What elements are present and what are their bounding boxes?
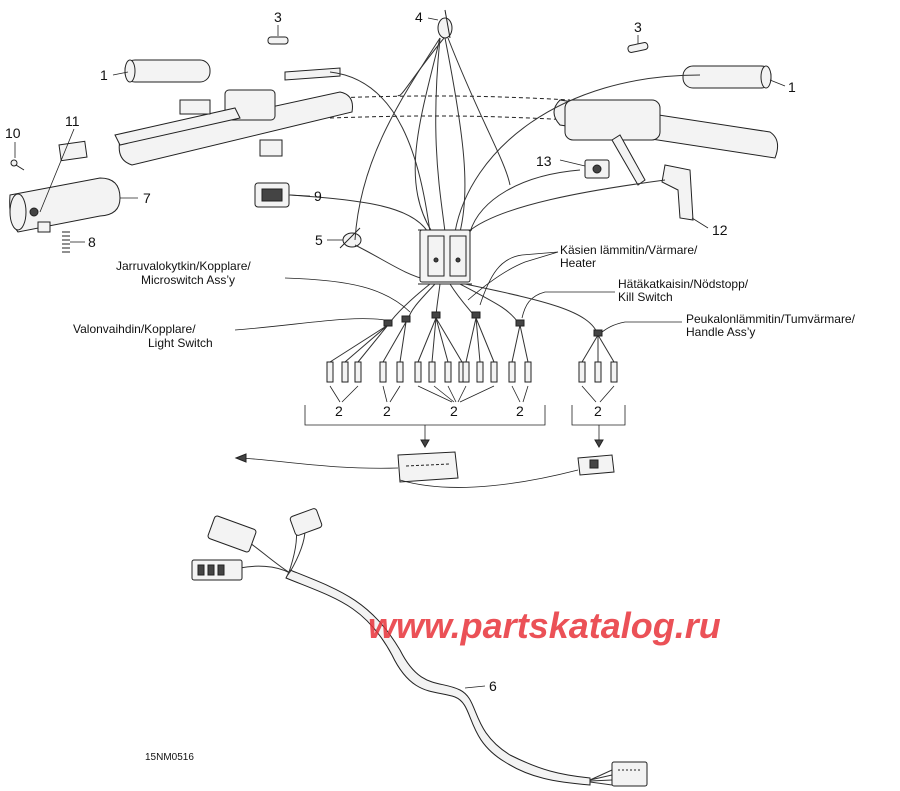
callout-1-right: 1 xyxy=(788,79,796,95)
screw xyxy=(10,159,25,171)
left-control-housing xyxy=(114,67,341,157)
callout-leaders xyxy=(14,17,786,689)
callout-8: 8 xyxy=(88,234,96,250)
callout-12: 12 xyxy=(712,222,728,238)
terminal-pins xyxy=(326,361,618,383)
pin-right xyxy=(627,42,649,53)
main-harness xyxy=(191,508,648,787)
left-grip xyxy=(124,59,211,83)
connector-fanout xyxy=(329,283,615,363)
callout-2-e: 2 xyxy=(594,403,602,419)
callout-2-d: 2 xyxy=(516,403,524,419)
callout-3-right: 3 xyxy=(634,19,642,35)
callout-7: 7 xyxy=(143,190,151,206)
callout-2-b: 2 xyxy=(383,403,391,419)
callout-6: 6 xyxy=(489,678,497,694)
label-brake-switch-line1: Jarruvalokytkin/Kopplare/ xyxy=(116,259,251,273)
pin-leaders xyxy=(329,385,615,403)
handlebar xyxy=(118,91,779,166)
label-heater-line2: Heater xyxy=(560,256,596,270)
callout-9: 9 xyxy=(314,188,322,204)
callout-numbers: 1 1 3 3 4 5 7 8 9 10 11 12 13 6 2 2 2 2 … xyxy=(5,9,796,694)
label-kill-switch-line2: Kill Switch xyxy=(618,290,673,304)
label-thumb-heater-line1: Peukalonlämmitin/Tumvärmare/ xyxy=(686,312,856,326)
label-kill-switch-line1: Hätäkatkaisin/Nödstopp/ xyxy=(618,277,749,291)
wiring xyxy=(289,37,701,281)
label-thumb-heater-line2: Handle Ass’y xyxy=(686,325,755,339)
callout-3-left: 3 xyxy=(274,9,282,25)
callout-4: 4 xyxy=(415,9,423,25)
watermark: www.partskatalog.ru xyxy=(368,605,721,646)
label-heater-line1: Käsien lämmitin/Värmare/ xyxy=(560,243,698,257)
cable-bracket xyxy=(661,164,694,221)
central-bundle xyxy=(418,229,472,285)
connector-housing-large xyxy=(397,451,459,483)
label-brake-switch-line2: Microswitch Ass’y xyxy=(141,273,235,287)
tie-wrap-top xyxy=(437,9,453,39)
callout-2-c: 2 xyxy=(450,403,458,419)
retainer xyxy=(584,159,610,179)
switch-connector xyxy=(254,182,290,208)
callout-13: 13 xyxy=(536,153,552,169)
right-throttle-housing xyxy=(564,99,661,186)
label-light-switch-line2: Light Switch xyxy=(148,336,213,350)
label-light-switch-line1: Valonvaihdin/Kopplare/ xyxy=(73,322,196,336)
spring xyxy=(62,231,70,253)
tie-wrap-middle xyxy=(339,227,362,249)
callout-10: 10 xyxy=(5,125,21,141)
pin-left xyxy=(267,36,289,45)
assembly-brackets xyxy=(304,405,626,449)
callout-1-left: 1 xyxy=(100,67,108,83)
callout-11: 11 xyxy=(65,113,80,129)
label-sticker xyxy=(58,140,88,162)
callout-2-a: 2 xyxy=(335,403,343,419)
part-labels: Jarruvalokytkin/Kopplare/ Microswitch As… xyxy=(73,243,856,350)
connector-arrows xyxy=(234,453,579,488)
connector-housing-small xyxy=(577,454,615,476)
drawing-code: 15NM0516 xyxy=(145,752,194,763)
right-grip xyxy=(682,65,772,89)
callout-5: 5 xyxy=(315,232,323,248)
heated-grip-assembly xyxy=(9,177,121,233)
